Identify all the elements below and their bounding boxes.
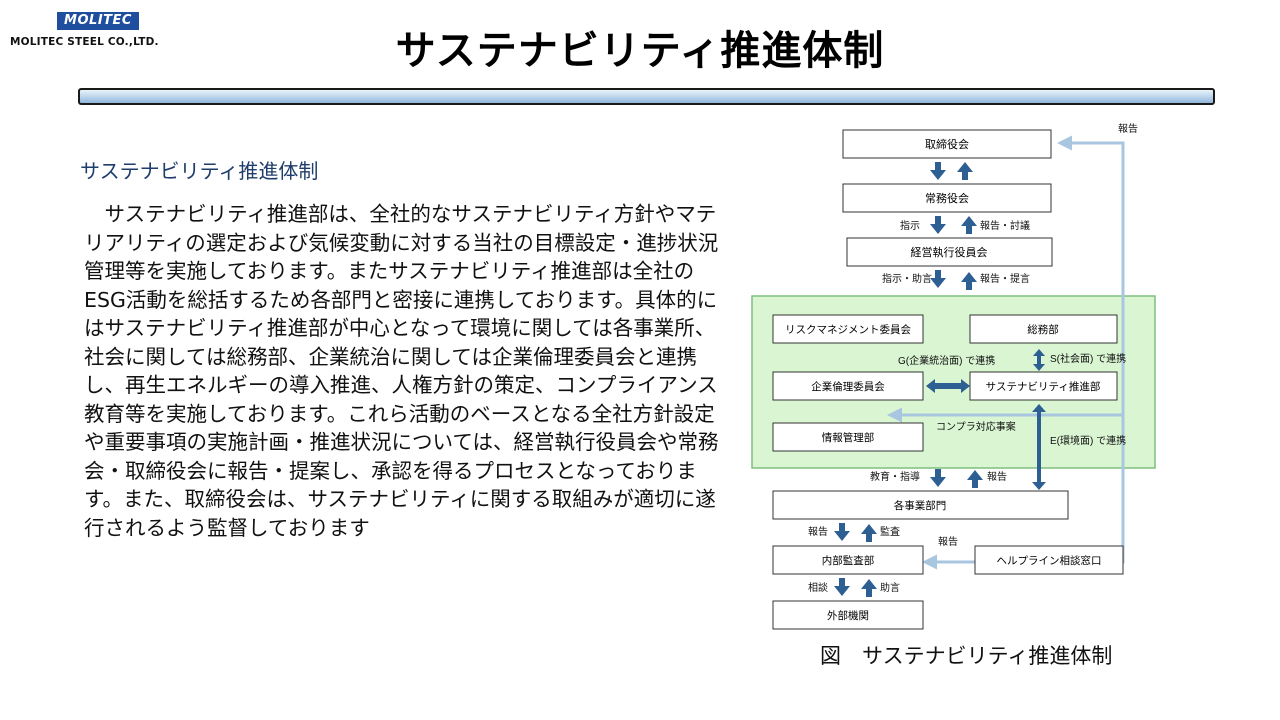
body-paragraph: サステナビリティ推進部は、全社的なサステナビリティ方針やマテリアリティの選定およ… (84, 202, 719, 540)
title-underline-bar (78, 88, 1215, 105)
label-board: 取締役会 (925, 137, 969, 151)
label-executive-committee: 常務役会 (925, 191, 969, 205)
label-sustainability-dept: サステナビリティ推進部 (986, 380, 1101, 393)
label-s-link: S(社会面) で連携 (1050, 352, 1126, 365)
arrow-up-area-to-management (961, 272, 977, 290)
arrow-down-management-to-area (930, 270, 946, 288)
arrow-up-external-to-audit (861, 579, 877, 597)
label-e-link: E(環境面) で連携 (1050, 434, 1126, 447)
label-info-management: 情報管理部 (822, 431, 875, 444)
box-management-committee (846, 237, 1053, 267)
label-departments: 各事業部門 (894, 499, 947, 512)
company-logo: MOLITEC (57, 12, 139, 30)
arrow-down-area-to-departments (930, 469, 946, 487)
box-ethics-committee (772, 371, 924, 401)
sustainability-structure-diagram: 取締役会 常務役会 経営執行役員会 リスクマネジメント委員会 総務部 企業倫理委… (751, 122, 1156, 630)
box-board (842, 129, 1052, 159)
arrow-sustainability-departments (1032, 404, 1046, 490)
label-risk-committee: リスクマネジメント委員会 (785, 323, 911, 336)
diagram-caption: 図 サステナビリティ推進体制 (820, 644, 1113, 668)
label-advice: 助言 (880, 581, 900, 594)
label-g-link: G(企業統治面) で連携 (898, 354, 995, 367)
label-report-helpline: 報告 (938, 535, 958, 548)
box-external (772, 600, 924, 630)
section-heading: サステナビリティ推進体制 (80, 159, 319, 183)
arrow-down-executive-to-management (930, 216, 946, 234)
arrow-general-affairs-sustainability (1033, 349, 1045, 371)
label-helpline: ヘルプライン相談窓口 (997, 554, 1102, 567)
label-ethics-committee: 企業倫理委員会 (811, 380, 885, 393)
box-executive-committee (842, 183, 1052, 213)
arrow-down-board-to-executive (930, 162, 946, 180)
box-departments (772, 490, 1069, 520)
label-internal-audit: 内部監査部 (822, 554, 875, 567)
company-name: MOLITEC STEEL CO.,LTD. (10, 36, 159, 48)
arrow-up-audit-to-departments (861, 524, 877, 542)
label-instruct: 指示 (900, 219, 920, 232)
arrow-up-executive-to-board (957, 162, 973, 180)
arrow-ethics-sustainability (926, 379, 970, 393)
label-audit: 監査 (880, 525, 900, 538)
label-general-affairs: 総務部 (1027, 323, 1059, 336)
arrow-down-departments-to-audit (834, 523, 850, 541)
label-consult: 相談 (808, 581, 828, 594)
label-educate-guide: 教育・指導 (870, 470, 920, 483)
box-risk-committee (772, 314, 924, 344)
label-external: 外部機関 (827, 609, 869, 622)
label-compliance: コンプラ対応事案 (936, 420, 1016, 433)
box-helpline (974, 545, 1124, 575)
label-report-down: 報告 (808, 525, 828, 538)
label-management-committee: 経営執行役員会 (911, 245, 988, 259)
arrow-down-audit-to-external (834, 578, 850, 596)
label-report-up: 報告 (987, 470, 1007, 483)
box-internal-audit (772, 545, 924, 575)
page-title: サステナビリティ推進体制 (395, 28, 885, 74)
box-general-affairs (969, 314, 1118, 344)
label-report-top: 報告 (1118, 122, 1138, 135)
label-report-discuss: 報告・討議 (980, 219, 1030, 232)
arrow-up-management-to-executive (961, 216, 977, 234)
label-instruct-advise: 指示・助言 (882, 272, 932, 285)
label-report-propose: 報告・提言 (980, 272, 1030, 285)
box-info-management (772, 422, 924, 452)
box-sustainability-dept (969, 371, 1118, 401)
arrow-up-departments-to-area (967, 470, 983, 488)
